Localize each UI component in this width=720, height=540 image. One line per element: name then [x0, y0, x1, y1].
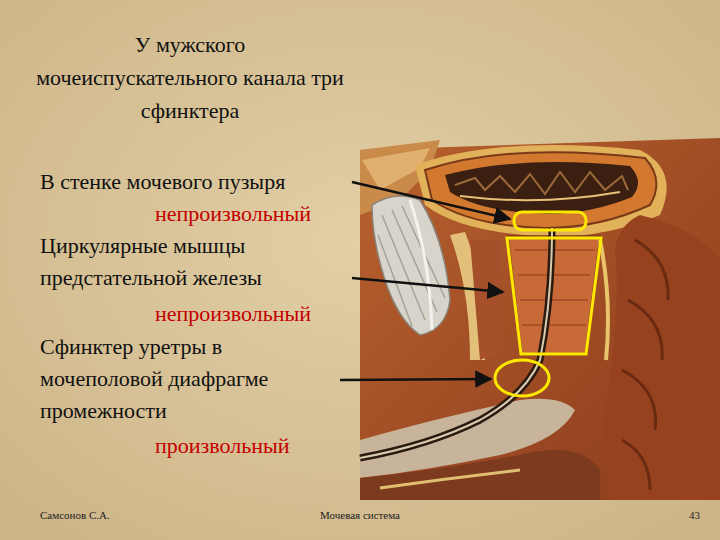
sphincter-description: Циркулярные мышцы предстательной железы	[40, 230, 340, 294]
footer-topic: Мочевая система	[290, 508, 430, 522]
sphincter-description: В стенке мочевого пузыря	[40, 166, 350, 198]
sphincter-type: непроизвольный	[155, 298, 350, 330]
slide-title: У мужского мочеиспускательного канала тр…	[35, 28, 345, 127]
page-number: 43	[640, 508, 700, 522]
footer-author: Самсонов С.А.	[40, 508, 190, 522]
sphincter-description: Сфинктер уретры в мочеполовой диафрагме …	[40, 331, 302, 427]
sphincter-type: непроизвольный	[155, 198, 350, 230]
sphincter-type: произвольный	[155, 430, 350, 462]
